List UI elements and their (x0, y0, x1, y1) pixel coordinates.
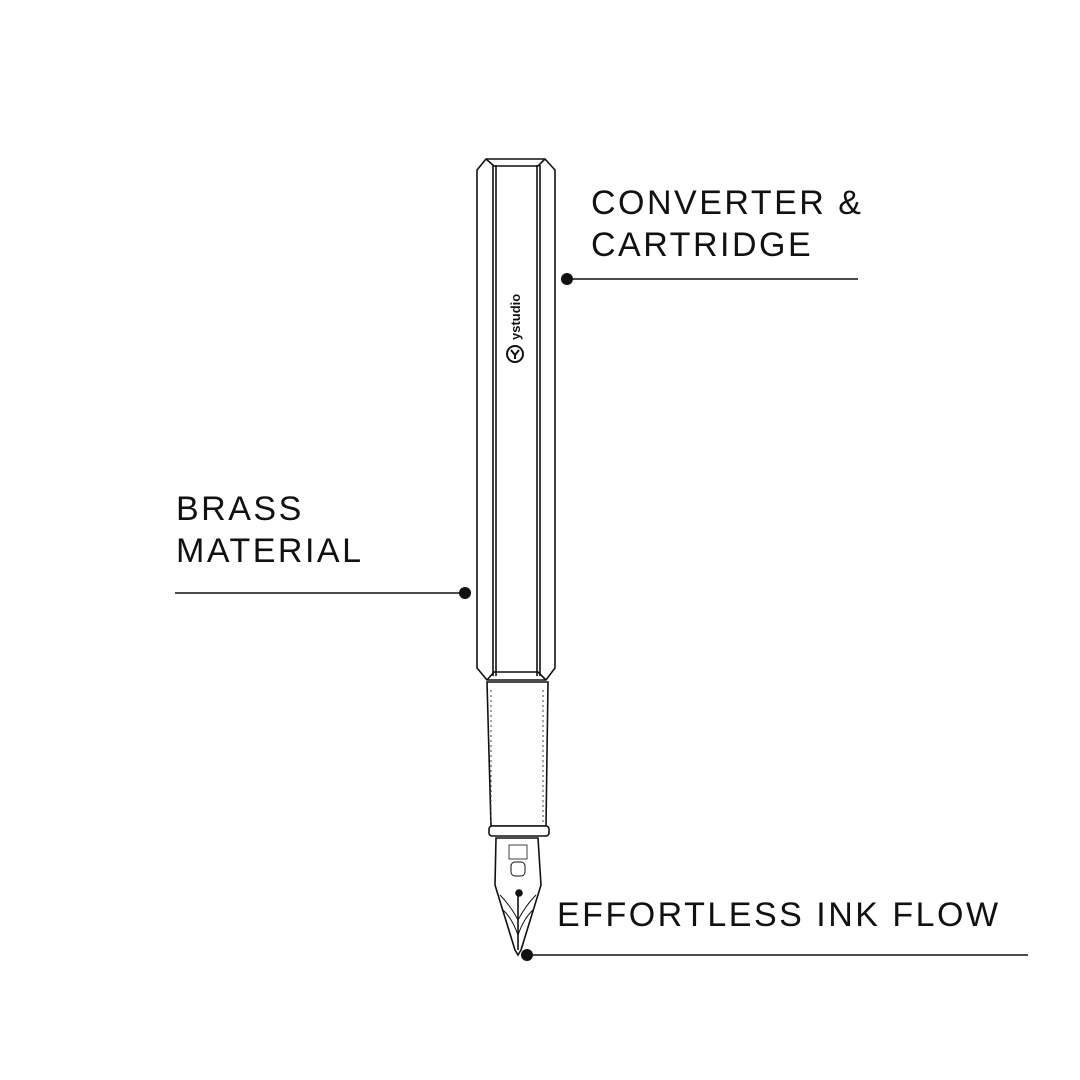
callout-line: MATERIAL (176, 532, 364, 570)
callout-dot-converter (561, 273, 573, 285)
callout-leaders (175, 273, 1028, 961)
callout-brass-material: BRASS MATERIAL (176, 488, 364, 572)
brand-text: ystudio (508, 294, 523, 340)
callout-line: CONVERTER & (591, 184, 864, 222)
callout-converter-cartridge: CONVERTER & CARTRIDGE (591, 182, 863, 266)
pen-body (476, 158, 556, 681)
callout-effortless-ink-flow: EFFORTLESS INK FLOW (557, 894, 1001, 936)
callout-dot-ink-flow (521, 949, 533, 961)
callout-line: CARTRIDGE (591, 226, 814, 264)
pen-grip (486, 681, 550, 837)
brand-logo: ystudio (506, 294, 524, 363)
callout-line: BRASS (176, 490, 304, 528)
callout-dot-brass (459, 587, 471, 599)
callout-line: EFFORTLESS INK FLOW (557, 896, 1001, 934)
pen-nib (494, 837, 542, 957)
